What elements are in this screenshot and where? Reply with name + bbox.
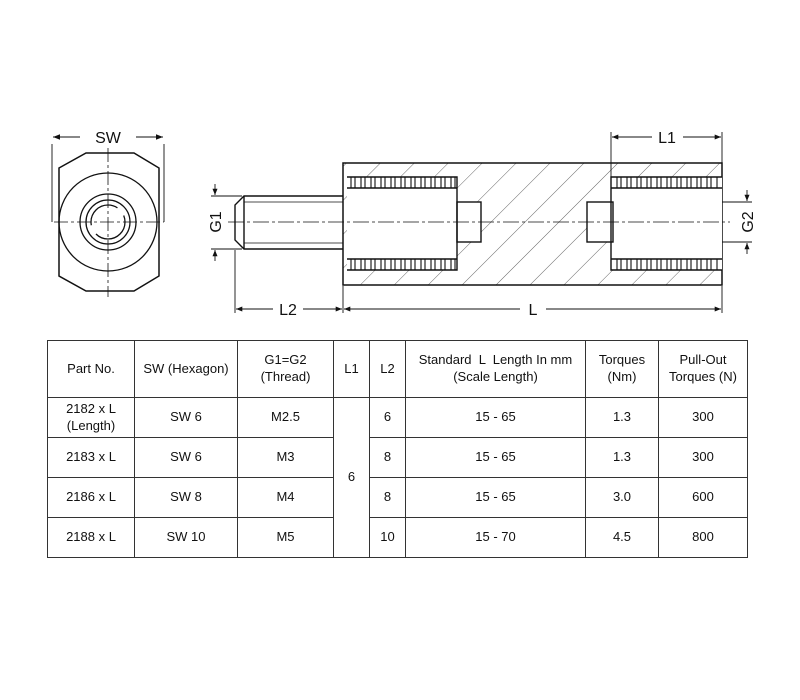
cell-thread: M4	[237, 477, 334, 518]
header-sw: SW (Hexagon)	[134, 340, 238, 398]
cell-torque: 1.3	[585, 437, 659, 478]
cell-length: 15 - 65	[405, 437, 586, 478]
cell-torque: 3.0	[585, 477, 659, 518]
dimension-label-g1: G1	[208, 211, 225, 232]
cell-length: 15 - 65	[405, 477, 586, 518]
right-thread-top	[613, 176, 721, 189]
table-row: 2183 x L SW 6 M3 8 15 - 65 1.3 300	[47, 437, 748, 478]
cell-sw: SW 6	[134, 437, 238, 478]
cell-part: 2182 x L(Length)	[47, 397, 135, 438]
cell-pullout: 600	[658, 477, 748, 518]
cell-l1-shared: 6	[333, 397, 370, 558]
header-torque: Torques(Nm)	[585, 340, 659, 398]
cell-l2: 10	[369, 517, 406, 558]
technical-drawing: SW	[51, 130, 757, 319]
cell-thread: M2.5	[237, 397, 334, 438]
table-row: 2182 x L(Length) SW 6 M2.5 6 6 15 - 65 1…	[47, 397, 748, 558]
dimension-label-l: L	[529, 302, 538, 319]
right-internal-cavity	[586, 176, 722, 271]
cell-l2: 6	[369, 397, 406, 438]
cell-length: 15 - 65	[405, 397, 586, 438]
left-thread-bottom	[347, 258, 456, 271]
dimension-lines	[211, 132, 752, 313]
cell-l2: 8	[369, 477, 406, 518]
cell-part: 2188 x L	[47, 517, 135, 558]
table-row: 2188 x L SW 10 M5 10 15 - 70 4.5 800	[47, 517, 748, 558]
right-thread-bottom	[613, 258, 721, 271]
header-length: Standard L Length In mm(Scale Length)	[405, 340, 586, 398]
external-thread-stud	[234, 195, 343, 250]
hex-end-view	[51, 134, 165, 297]
header-thread: G1=G2(Thread)	[237, 340, 334, 398]
cell-pullout: 300	[658, 397, 748, 438]
cell-length: 15 - 70	[405, 517, 586, 558]
cell-part: 2186 x L	[47, 477, 135, 518]
cell-thread: M3	[237, 437, 334, 478]
cell-torque: 1.3	[585, 397, 659, 438]
left-thread-top	[347, 176, 456, 189]
cell-pullout: 800	[658, 517, 748, 558]
cell-l2: 8	[369, 437, 406, 478]
dimension-label-l1: L1	[658, 130, 676, 147]
cell-sw: SW 10	[134, 517, 238, 558]
table-row: 2186 x L SW 8 M4 8 15 - 65 3.0 600	[47, 477, 748, 518]
cell-thread: M5	[237, 517, 334, 558]
header-l2: L2	[369, 340, 406, 398]
cell-sw: SW 8	[134, 477, 238, 518]
cell-pullout: 300	[658, 437, 748, 478]
header-l1: L1	[333, 340, 370, 398]
table-header-row: Part No. SW (Hexagon) G1=G2(Thread) L1 L…	[47, 340, 748, 398]
header-part-no: Part No.	[47, 340, 135, 398]
dimension-label-l2: L2	[279, 302, 297, 319]
standoff-side-view	[234, 162, 723, 286]
cell-sw: SW 6	[134, 397, 238, 438]
cell-torque: 4.5	[585, 517, 659, 558]
cell-part: 2183 x L	[47, 437, 135, 478]
spec-table: Part No. SW (Hexagon) G1=G2(Thread) L1 L…	[47, 340, 748, 558]
dimension-label-g2: G2	[740, 211, 757, 232]
dimension-label-sw: SW	[95, 130, 122, 147]
